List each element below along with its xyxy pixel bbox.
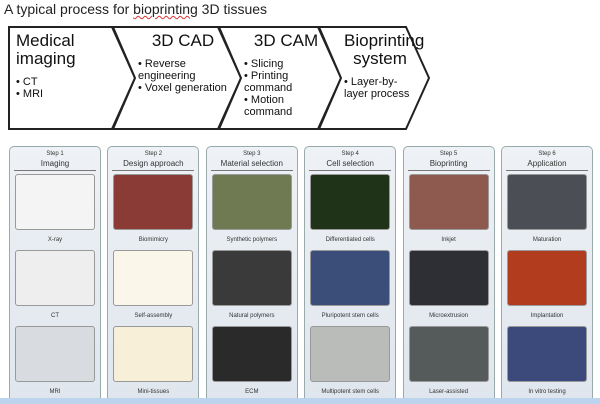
- step-image: [310, 326, 391, 382]
- process-stage: Bioprinting systemLayer-by-layer process: [318, 26, 430, 130]
- image-caption: Maturation: [532, 237, 562, 243]
- step-image: [408, 174, 489, 230]
- step-image: [310, 250, 391, 306]
- title-underlined-word: bioprinting: [133, 1, 198, 17]
- step-number: Step 3: [243, 151, 261, 157]
- step-number: Step 4: [341, 151, 359, 157]
- stage-item: Layer-by-layer process: [344, 76, 416, 100]
- image-caption: In vitro testing: [528, 389, 566, 395]
- step-image: [211, 326, 292, 382]
- image-caption: MRI: [49, 389, 61, 395]
- step-image: [408, 326, 489, 382]
- image-caption: Laser-assisted: [429, 389, 469, 395]
- stage-item: MRI: [16, 88, 104, 100]
- step-image: [15, 250, 95, 306]
- stage-item: CT: [16, 76, 104, 88]
- step-image: [507, 174, 587, 230]
- image-caption: Natural polymers: [229, 313, 275, 319]
- image-caption: Microextrusion: [429, 313, 469, 319]
- image-caption: Pluripotent stem cells: [321, 313, 379, 319]
- step-name: Cell selection: [309, 159, 392, 171]
- step-name: Design approach: [112, 159, 195, 171]
- title-text: A typical process for: [4, 1, 134, 17]
- step-image: [113, 250, 194, 306]
- step-name: Bioprinting: [407, 159, 490, 171]
- step-number: Step 2: [144, 151, 163, 157]
- step-image: [15, 326, 95, 382]
- stage-item: Voxel generation: [138, 82, 228, 94]
- title-text: 3D tissues: [197, 1, 268, 17]
- image-caption: Inkjet: [441, 237, 456, 243]
- stage-item: Reverse engineering: [138, 58, 228, 82]
- stage-item: Motion command: [244, 94, 328, 118]
- image-caption: Mini-tissues: [137, 389, 170, 395]
- step-image: [113, 326, 194, 382]
- step-image: [408, 250, 489, 306]
- image-caption: Synthetic polymers: [226, 237, 278, 243]
- image-caption: Self-assembly: [134, 313, 173, 319]
- step-number: Step 5: [439, 151, 458, 157]
- stage-title: 3D CAD: [151, 31, 215, 50]
- step-image: [211, 250, 292, 306]
- image-caption: Implantation: [530, 313, 564, 319]
- step-name: Application: [506, 159, 588, 171]
- step-image: [15, 174, 95, 230]
- bottom-bar: [0, 398, 600, 404]
- step-name: Material selection: [210, 159, 293, 171]
- step-image: [113, 174, 194, 230]
- page-title: A typical process for bioprinting 3D tis…: [4, 1, 267, 17]
- stage-item: Printing command: [244, 70, 328, 94]
- step-image: [507, 326, 587, 382]
- step-number: Step 6: [538, 151, 556, 157]
- stage-title: Bioprinting system: [344, 31, 425, 68]
- stage-item: Slicing: [244, 58, 328, 70]
- step-name: Imaging: [14, 159, 96, 171]
- image-caption: CT: [51, 313, 59, 319]
- image-caption: Differentiated cells: [325, 237, 375, 243]
- step-image: [211, 174, 292, 230]
- image-caption: Multipotent stem cells: [321, 389, 380, 395]
- image-caption: X-ray: [47, 237, 63, 243]
- step-number: Step 1: [46, 151, 64, 157]
- step-image: [310, 174, 391, 230]
- step-image: [507, 250, 587, 306]
- stage-title: Medical imaging: [16, 31, 76, 68]
- stage-title: 3D CAM: [253, 31, 319, 50]
- image-caption: ECM: [245, 389, 259, 395]
- image-caption: Biomimicry: [138, 237, 169, 243]
- process-stage: 3D CAM SlicingPrinting commandMotion comm…: [218, 26, 342, 130]
